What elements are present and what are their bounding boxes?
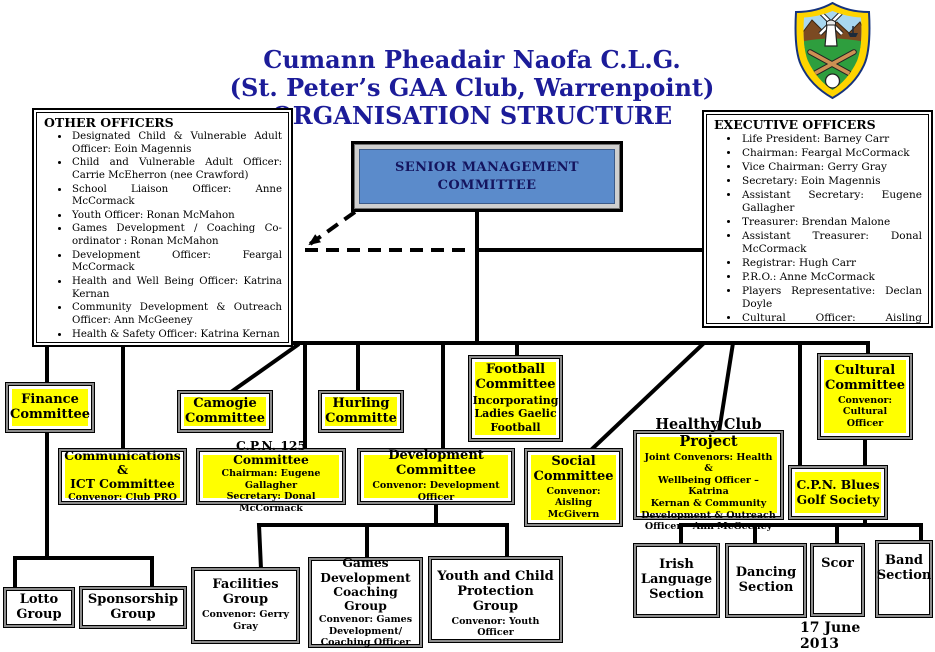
senior-management-label: SENIOR MANAGEMENT COMMITTEE xyxy=(359,149,615,204)
football-committee-label: Football Committee xyxy=(475,361,556,392)
officer-list-item: Secretary: Eoin Magennis xyxy=(740,175,922,188)
officer-list-item: Cultural Officer: Aisling McGivern xyxy=(740,312,922,323)
cpn-blues-golf-box: C.P.N. Blues Golf Society xyxy=(788,465,888,520)
development-committee-sub: Convenor: Development Officer xyxy=(372,480,500,503)
executive-officers-panel: EXECUTIVE OFFICERS Life President: Barne… xyxy=(702,110,933,328)
page-title: Cumann Pheadair Naofa C.L.G. (St. Peter’… xyxy=(222,45,722,131)
officer-list-item: Games Development / Coaching Co-ordinato… xyxy=(70,223,282,248)
camogie-committee-box: Camogie Committee xyxy=(177,390,273,433)
officer-list-item: Youth Officer: Ronan McMahon xyxy=(70,210,282,223)
cpn-125-sub: Chairman: Eugene Gallagher Secretary: Do… xyxy=(221,467,321,514)
officer-list-item: Chairman: Feargal McCormack xyxy=(740,147,922,160)
finance-committee-box: Finance Committee xyxy=(5,382,95,433)
development-committee-box: Development Committee Convenor: Developm… xyxy=(357,448,515,505)
band-section-label: Band Section xyxy=(876,553,932,583)
officer-list-item: Registrar: Hugh Carr xyxy=(740,257,922,270)
communications-ict-label: Communications & ICT Committee xyxy=(64,448,181,492)
hurling-committee-box: Hurling Committe xyxy=(318,390,404,433)
hurling-committee-label: Hurling Committe xyxy=(325,395,397,426)
executive-officers-list: Life President: Barney CarrChairman: Fea… xyxy=(711,133,922,323)
sponsorship-group-box: Sponsorship Group xyxy=(79,586,187,629)
officer-list-item: Assistant Secretary: Eugene Gallagher xyxy=(740,189,922,215)
games-coaching-group-label: Games Development Coaching Group xyxy=(320,555,411,613)
social-committee-sub: Convenor: Aisling McGivern xyxy=(546,485,601,520)
social-committee-box: Social Committee Convenor: Aisling McGiv… xyxy=(524,448,623,527)
executive-officers-title: EXECUTIVE OFFICERS xyxy=(714,117,876,132)
officer-list-item: Community Development & Outreach Officer… xyxy=(70,302,282,327)
healthy-club-project-label: Healthy Club Project xyxy=(655,416,762,450)
social-committee-label: Social Committee xyxy=(533,453,614,484)
lotto-group-label: Lotto Group xyxy=(16,591,62,622)
communications-ict-committee-box: Communications & ICT Committee Convenor:… xyxy=(58,448,187,505)
finance-committee-label: Finance Committee xyxy=(9,391,91,422)
communications-ict-sub: Convenor: Club PRO xyxy=(68,492,177,504)
scor-section-label: Scor xyxy=(821,556,854,571)
sponsorship-group-label: Sponsorship Group xyxy=(87,591,179,622)
other-officers-list: Designated Child & Vulnerable Adult Offi… xyxy=(41,131,282,343)
games-coaching-group-sub: Convenor: Games Development/ Coaching Of… xyxy=(318,613,413,649)
games-coaching-group-box: Games Development Coaching Group Conveno… xyxy=(308,555,423,649)
page-title-line3: ORGANISATION STRUCTURE xyxy=(271,101,673,131)
camogie-committee-label: Camogie Committee xyxy=(184,395,266,426)
irish-language-section-label: Irish Language Section xyxy=(640,557,713,602)
officer-list-item: Assistant Treasurer: Donal McCormack xyxy=(740,230,922,256)
other-officers-title: OTHER OFFICERS xyxy=(44,115,174,130)
officer-list-item: Child and Vulnerable Adult Officer: Carr… xyxy=(70,157,282,182)
facilities-group-sub: Convenor: Gerry Gray xyxy=(201,609,290,632)
football-committee-box: Football Committee Incorporating Ladies … xyxy=(468,355,563,442)
youth-protection-group-sub: Convenor: Youth Officer xyxy=(451,615,540,639)
officer-list-item: P.R.O.: Anne McCormack xyxy=(740,271,922,284)
healthy-club-project-box: Healthy Club Project Joint Convenors: He… xyxy=(633,416,784,532)
officer-list-item: Health and Well Being Officer: Katrina K… xyxy=(70,276,282,301)
cpn-125-label: C.P.N. 125 Committee xyxy=(233,437,309,467)
development-committee-label: Development Committee xyxy=(388,448,484,479)
scor-section-box: Scor xyxy=(810,543,865,617)
dancing-section-label: Dancing Section xyxy=(735,564,797,595)
other-officers-panel: OTHER OFFICERS Designated Child & Vulner… xyxy=(32,108,293,347)
healthy-club-project-sub: Joint Convenors: Health & Wellbeing Offi… xyxy=(641,451,776,533)
cultural-committee-label: Cultural Committee xyxy=(824,362,906,393)
officer-list-item: Vice Chairman: Gerry Gray xyxy=(740,161,922,174)
diagram-date: 17 June 2013 xyxy=(800,620,861,652)
officer-list-item: Treasurer: Brendan Malone xyxy=(740,216,922,229)
officer-list-item: School Liaison Officer: Anne McCormack xyxy=(70,184,282,209)
youth-protection-group-label: Youth and Child Protection Group xyxy=(437,569,554,614)
lotto-group-box: Lotto Group xyxy=(3,587,75,628)
page-title-line1: Cumann Pheadair Naofa C.L.G. xyxy=(263,45,681,74)
officer-list-item: Health & Safety Officer: Katrina Kernan xyxy=(70,329,282,342)
youth-protection-group-box: Youth and Child Protection Group Conveno… xyxy=(428,556,563,643)
officer-list-item: Life President: Barney Carr xyxy=(740,133,922,146)
officer-list-item: Development Officer: Feargal McCormack xyxy=(70,250,282,275)
cultural-committee-box: Cultural Committee Convenor: Cultural Of… xyxy=(817,353,913,440)
irish-language-section-box: Irish Language Section xyxy=(633,543,720,618)
facilities-group-label: Facilities Group xyxy=(212,577,279,608)
cultural-committee-sub: Convenor: Cultural Officer xyxy=(837,394,893,429)
officer-list-item: Players Representative: Declan Doyle xyxy=(740,285,922,311)
band-section-box: Band Section xyxy=(875,540,933,618)
senior-management-box: SENIOR MANAGEMENT COMMITTEE xyxy=(351,141,623,212)
officer-list-item: Designated Child & Vulnerable Adult Offi… xyxy=(70,131,282,156)
football-committee-sub: Incorporating Ladies Gaelic Football xyxy=(472,393,559,434)
officer-list-item: ASAP Officer: Gemma Murphy xyxy=(70,342,282,343)
dancing-section-box: Dancing Section xyxy=(725,543,807,618)
cpn-blues-golf-label: C.P.N. Blues Golf Society xyxy=(796,477,880,507)
page-title-line2: (St. Peter’s GAA Club, Warrenpoint) xyxy=(229,73,715,103)
cpn-125-committee-box: C.P.N. 125 Committee Chairman: Eugene Ga… xyxy=(196,438,346,514)
facilities-group-box: Facilities Group Convenor: Gerry Gray xyxy=(191,567,300,644)
club-crest-icon xyxy=(794,2,871,100)
